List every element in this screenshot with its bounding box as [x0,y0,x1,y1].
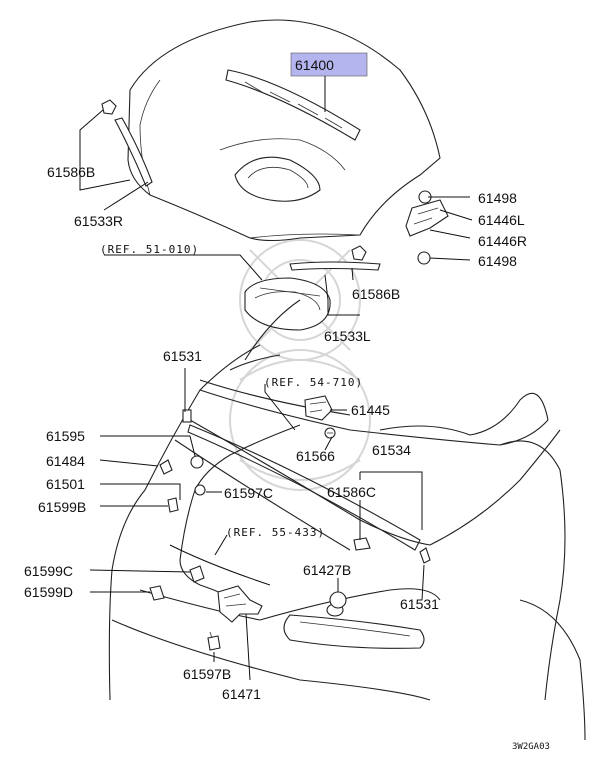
label-61400: 61400 [295,57,334,73]
part-labels: 61400 61586B 61533R 61498 61446L 61446R … [24,57,550,752]
label-61599d: 61599D [24,584,73,600]
label-61586b-mid: 61586B [352,286,400,302]
label-61586c: 61586C [327,484,376,500]
clips-left [149,459,205,601]
label-61533r: 61533R [74,213,123,229]
label-61566: 61566 [296,448,335,464]
ref-54-710: (REF. 54-710) [264,376,363,389]
strip-61533l [289,261,381,271]
label-61498-bot: 61498 [478,253,517,269]
car-body [108,299,586,741]
clip-61531-bot [419,547,431,564]
label-61531-bot: 61531 [400,596,439,612]
label-61446l: 61446L [478,212,525,228]
bolt-61597b [207,631,221,651]
strip-61533r [114,117,153,187]
clip-61586b-mid [351,245,367,261]
ref-55-433: (REF. 55-433) [226,526,325,539]
actuator-61445 [304,395,333,421]
label-61498-top: 61498 [478,190,517,206]
label-61599b: 61599B [38,499,86,515]
label-61595: 61595 [46,428,85,444]
diagram-code: 3W2GA03 [512,742,550,752]
leader-lines [79,76,473,681]
hinge-assembly [405,190,449,265]
label-61446r: 61446R [478,233,527,249]
ref-51-010: (REF. 51-010) [100,243,199,256]
label-61501: 61501 [46,476,85,492]
latch-61471 [217,585,263,623]
label-61599c: 61599C [24,563,73,579]
clip-61531-top [182,409,192,423]
label-61445: 61445 [351,402,390,418]
label-61484: 61484 [46,453,85,469]
hood-panel [127,19,441,242]
label-61534: 61534 [372,442,411,458]
stopper-61427b [329,591,347,609]
label-61471: 61471 [222,686,261,702]
release-cable [179,424,301,596]
bolt-61566 [324,427,336,439]
label-61427b: 61427B [303,562,351,578]
clip-61586b-top [101,99,117,115]
label-61531-top: 61531 [163,348,202,364]
label-61533l: 61533L [324,328,371,344]
label-61586b-top: 61586B [47,164,95,180]
bumper-61586c [353,537,371,551]
part-highlight-61400 [290,52,368,77]
label-61597b: 61597B [183,666,231,682]
label-61597c: 61597C [224,485,273,501]
scoop-duct [244,277,331,331]
